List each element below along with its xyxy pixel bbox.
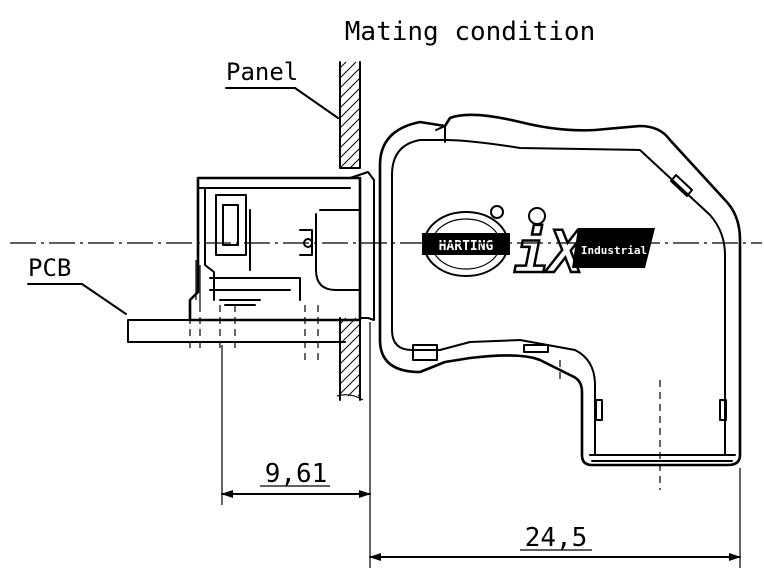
pcb-board: [127, 305, 346, 360]
brand-logo-text: HARTING: [439, 239, 494, 254]
panel-label: Panel: [226, 58, 298, 86]
dimension-24-5: 24,5: [369, 523, 741, 561]
plug-body: [378, 113, 742, 490]
panel-wall-upper: [339, 61, 361, 169]
pcb-label: PCB: [28, 254, 71, 282]
dimension-short-value: 9,61: [265, 459, 328, 489]
dimension-9-61: 9,61: [221, 459, 371, 498]
harting-logo: HARTING: [422, 205, 510, 277]
panel-leader: [225, 87, 339, 119]
dimension-long-value: 24,5: [525, 523, 588, 553]
panel-wall-lower: [336, 317, 364, 401]
ix-logo: iX Industrial: [513, 207, 655, 287]
pcb-leader: [27, 283, 127, 315]
drawing-title: Mating condition: [345, 17, 595, 47]
product-sub-text: Industrial: [581, 244, 647, 257]
receptacle-housing: [188, 171, 375, 322]
